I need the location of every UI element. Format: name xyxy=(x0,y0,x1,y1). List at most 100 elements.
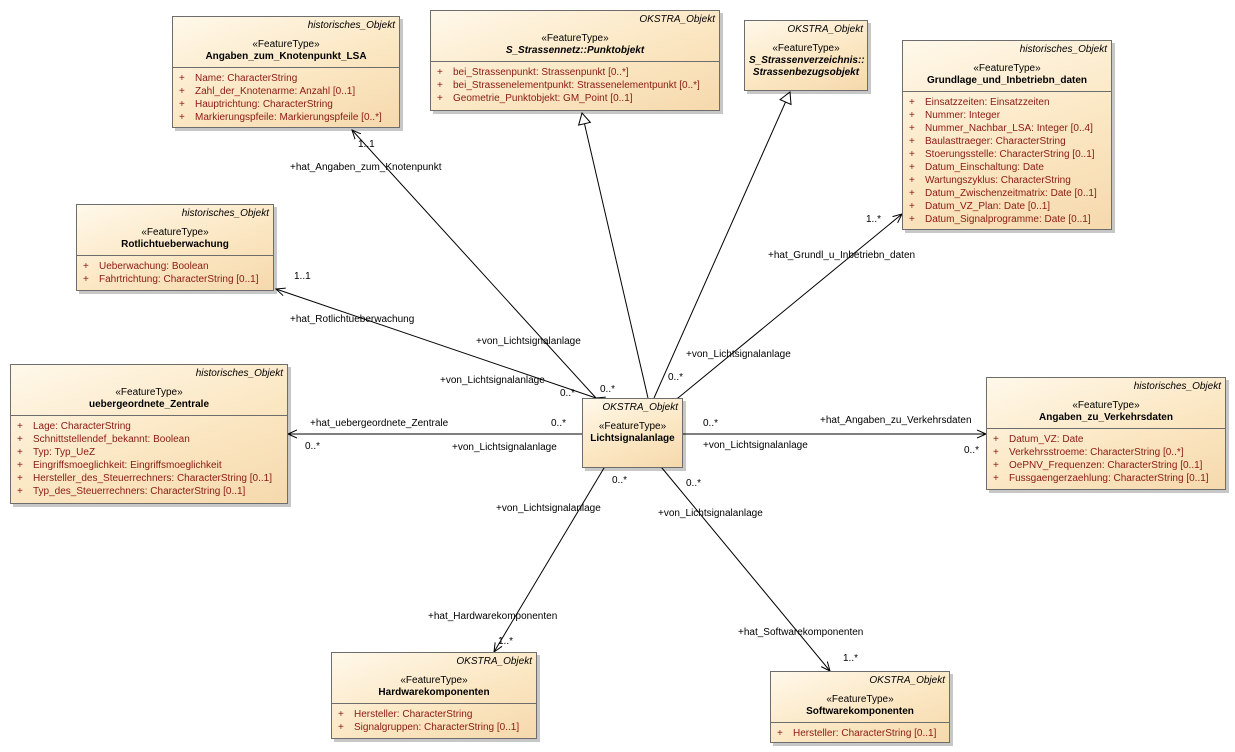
attribute[interactable]: +OePNV_Frequenzen: CharacterString [0..1… xyxy=(993,460,1203,471)
class-hardwarekomponenten[interactable]: OKSTRA_Objekt «FeatureType» Hardwarekomp… xyxy=(331,652,537,739)
attribute[interactable]: +Zahl_der_Knotenarme: Anzahl [0..1] xyxy=(179,86,356,97)
attribute[interactable]: +Signalgruppen: CharacterString [0..1] xyxy=(338,722,520,733)
role-von-lsa-knotenpunkt: +von_Lichtsignalanlage xyxy=(476,336,581,347)
mult-rotlicht-near: 0..* xyxy=(560,388,576,399)
attribute[interactable]: +Datum_Zwischenzeitmatrix: Date [0..1] xyxy=(909,188,1097,199)
attribute[interactable]: +Schnittstellendef_bekannt: Boolean xyxy=(17,434,190,445)
package-label: OKSTRA_Objekt xyxy=(787,24,863,35)
package-label: historisches_Objekt xyxy=(195,368,283,379)
package-label: OKSTRA_Objekt xyxy=(456,656,532,667)
stereotype: «FeatureType» xyxy=(1072,400,1140,411)
class-s-strassennetz-punktobjekt[interactable]: OKSTRA_Objekt «FeatureType» S_Strassenne… xyxy=(430,10,720,111)
attribute[interactable]: +Datum_Einschaltung: Date xyxy=(909,162,1044,173)
class-angaben-zu-verkehrsdaten[interactable]: historisches_Objekt «FeatureType» Angabe… xyxy=(986,377,1226,490)
attribute[interactable]: +Nummer: Integer xyxy=(909,110,1001,121)
class-grundlage-und-inbetriebn-daten[interactable]: historisches_Objekt «FeatureType» Grundl… xyxy=(902,40,1112,230)
attribute[interactable]: +Datum_VZ_Plan: Date [0..1] xyxy=(909,201,1051,212)
mult-rotlicht-far: 1..1 xyxy=(294,271,311,282)
stereotype: «FeatureType» xyxy=(115,387,183,398)
role-hat-angaben-zum-knotenpunkt: +hat_Angaben_zum_Knotenpunkt xyxy=(290,162,442,173)
attribute-list: +Lage: CharacterString +Schnittstellende… xyxy=(11,415,287,502)
attribute-list: +Datum_VZ: Date +Verkehrsstroeme: Charac… xyxy=(987,428,1225,489)
mult-hardware-near: 0..* xyxy=(612,475,628,486)
class-name: Angaben_zu_Verkehrsdaten xyxy=(1039,412,1173,423)
attribute-list: +Einsatzzeiten: Einsatzzeiten +Nummer: I… xyxy=(903,91,1111,230)
role-von-lsa-zentrale: +von_Lichtsignalanlage xyxy=(452,442,557,453)
class-strassenbezugsobjekt[interactable]: OKSTRA_Objekt «FeatureType» S_Strassenve… xyxy=(744,20,868,91)
stereotype: «FeatureType» xyxy=(826,694,894,705)
class-name: Angaben_zum_Knotenpunkt_LSA xyxy=(205,51,367,62)
package-label: OKSTRA_Objekt xyxy=(639,14,715,25)
attribute[interactable]: +Fussgaengerzaehlung: CharacterString [0… xyxy=(993,473,1209,484)
class-uebergeordnete-zentrale[interactable]: historisches_Objekt «FeatureType» ueberg… xyxy=(10,364,288,504)
mult-zentrale-near: 0..* xyxy=(551,418,567,429)
mult-knotenpunkt-far: 1..1 xyxy=(358,139,375,150)
attribute[interactable]: +Hauptrichtung: CharacterString xyxy=(179,99,333,110)
attribute[interactable]: +Stoerungsstelle: CharacterString [0..1] xyxy=(909,149,1095,160)
mult-software-far: 1..* xyxy=(843,653,859,664)
attribute[interactable]: +Nummer_Nachbar_LSA: Integer [0..4] xyxy=(909,123,1093,134)
class-name: uebergeordnete_Zentrale xyxy=(88,399,210,410)
mult-hardware-far: 1..* xyxy=(498,636,514,647)
attribute[interactable]: +Fahrtrichtung: CharacterString [0..1] xyxy=(83,274,259,285)
attribute[interactable]: +Baulasttraeger: CharacterString xyxy=(909,136,1066,147)
attribute-list: +Hersteller: CharacterString +Signalgrup… xyxy=(332,703,536,738)
role-von-lsa-verkehrsdaten: +von_Lichtsignalanlage xyxy=(703,440,808,451)
role-von-lsa-software: +von_Lichtsignalanlage xyxy=(658,508,763,519)
attribute[interactable]: +Hersteller_des_Steuerrechners: Characte… xyxy=(17,473,273,484)
attribute[interactable]: +Lage: CharacterString xyxy=(17,421,131,432)
attribute[interactable]: +Datum_Signalprogramme: Date [0..1] xyxy=(909,214,1091,225)
stereotype: «FeatureType» xyxy=(973,63,1041,74)
stereotype: «FeatureType» xyxy=(772,43,840,54)
class-name: S_Strassennetz::Punktobjekt xyxy=(505,45,645,56)
class-lichtsignalanlage[interactable]: OKSTRA_Objekt «FeatureType» Lichtsignala… xyxy=(582,398,683,468)
attribute[interactable]: +Hersteller: CharacterString [0..1] xyxy=(777,728,937,739)
class-name: Softwarekomponenten xyxy=(806,706,914,717)
attribute[interactable]: +Wartungszyklus: CharacterString xyxy=(909,175,1071,186)
mult-verkehrsdaten-near: 0..* xyxy=(703,418,719,429)
attribute[interactable]: +Verkehrsstroeme: CharacterString [0..*] xyxy=(993,447,1184,458)
role-hat-grundl-u-inbetriebn-daten: +hat_Grundl_u_Inbetriebn_daten xyxy=(768,250,916,261)
class-angaben-zum-knotenpunkt-lsa[interactable]: historisches_Objekt «FeatureType» Angabe… xyxy=(172,16,400,128)
role-hat-softwarekomponenten: +hat_Softwarekomponenten xyxy=(738,627,864,638)
assoc-grundlage[interactable] xyxy=(678,214,902,398)
mult-verkehrsdaten-far: 0..* xyxy=(964,445,980,456)
role-hat-rotlichtueberwachung: +hat_Rotlichtueberwachung xyxy=(290,314,415,325)
class-rotlichtueberwachung[interactable]: historisches_Objekt «FeatureType» Rotlic… xyxy=(76,204,274,291)
role-hat-hardwarekomponenten: +hat_Hardwarekomponenten xyxy=(428,611,558,622)
attribute[interactable]: +bei_Strassenpunkt: Strassenpunkt [0..*] xyxy=(437,67,629,78)
mult-grundlage-far: 1..* xyxy=(866,214,882,225)
package-label: OKSTRA_Objekt xyxy=(602,402,678,413)
stereotype: «FeatureType» xyxy=(598,421,667,432)
attribute[interactable]: +Geometrie_Punktobjekt: GM_Point [0..1] xyxy=(437,93,633,104)
attribute[interactable]: +Typ_des_Steuerrechners: CharacterString… xyxy=(17,486,246,497)
role-hat-angaben-zu-verkehrsdaten: +hat_Angaben_zu_Verkehrsdaten xyxy=(820,415,972,426)
mult-software-near: 0..* xyxy=(686,478,702,489)
package-label: historisches_Objekt xyxy=(181,208,269,219)
class-name: Hardwarekomponenten xyxy=(378,687,490,698)
mult-knotenpunkt-near: 0..* xyxy=(600,384,616,395)
role-hat-uebergeordnete-zentrale: +hat_uebergeordnete_Zentrale xyxy=(310,418,449,429)
mult-grundlage-near: 0..* xyxy=(668,372,684,383)
attribute[interactable]: +Name: CharacterString xyxy=(179,73,298,84)
attribute[interactable]: +Datum_VZ: Date xyxy=(993,434,1084,445)
stereotype: «FeatureType» xyxy=(400,675,468,686)
attribute[interactable]: +Hersteller: CharacterString xyxy=(338,709,473,720)
class-softwarekomponenten[interactable]: OKSTRA_Objekt «FeatureType» Softwarekomp… xyxy=(770,671,950,743)
class-name: Rotlichtueberwachung xyxy=(121,239,229,250)
class-name: Lichtsignalanlage xyxy=(590,433,675,444)
attribute[interactable]: +bei_Strassenelementpunkt: Strasseneleme… xyxy=(437,80,700,91)
stereotype: «FeatureType» xyxy=(541,33,609,44)
attribute[interactable]: +Markierungspfeile: Markierungspfeile [0… xyxy=(179,112,382,123)
attribute[interactable]: +Einsatzzeiten: Einsatzzeiten xyxy=(909,97,1050,108)
attribute-list: +bei_Strassenpunkt: Strassenpunkt [0..*]… xyxy=(431,61,719,109)
assoc-hardware[interactable] xyxy=(494,468,604,652)
attribute[interactable]: +Eingriffsmoeglichkeit: Eingriffsmoeglic… xyxy=(17,460,222,471)
attribute[interactable]: +Ueberwachung: Boolean xyxy=(83,261,209,272)
assoc-software[interactable] xyxy=(662,468,830,671)
generalization-punktobjekt[interactable] xyxy=(577,111,649,399)
attribute[interactable]: +Typ: Typ_UeZ xyxy=(17,447,96,458)
assoc-rotlicht[interactable] xyxy=(276,289,596,398)
attribute-list: +Hersteller: CharacterString [0..1] xyxy=(771,722,949,744)
